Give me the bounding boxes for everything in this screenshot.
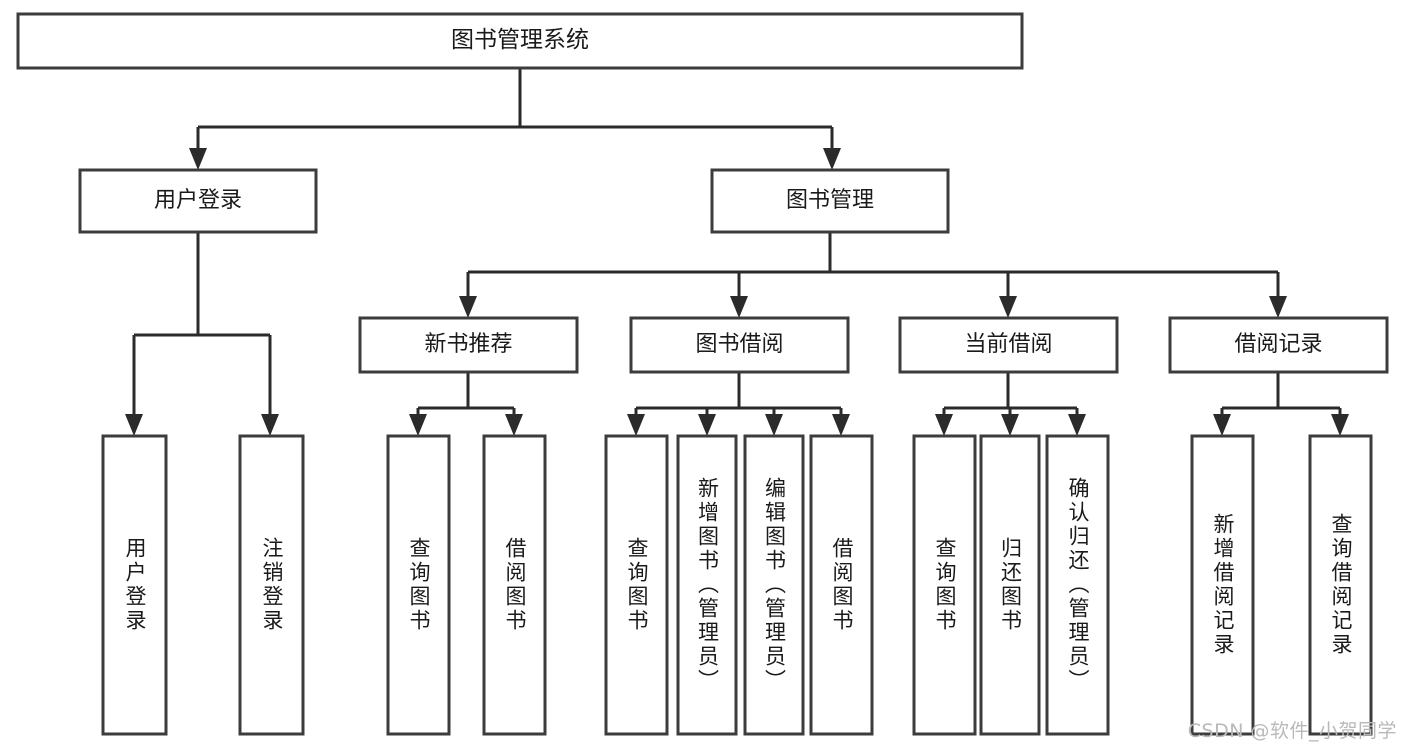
watermark-text: CSDN @软件_小贺同学 <box>1187 720 1397 742</box>
node-box-leaf[interactable] <box>386 434 451 736</box>
connector-login-to-leaves <box>125 232 279 436</box>
node-box-leaf[interactable] <box>743 434 805 736</box>
arrow-head-icon <box>765 414 783 436</box>
arrow-head-icon <box>832 414 850 436</box>
arrow-head-icon <box>730 296 748 318</box>
arrow-head-icon <box>999 296 1017 318</box>
node-box-user-login[interactable] <box>78 168 318 234</box>
arrow-head-icon <box>1269 296 1287 318</box>
node-box-new-book-recommend[interactable] <box>358 316 579 374</box>
connector-newbooks-to-leaves <box>409 372 523 436</box>
node-box-leaf[interactable] <box>1190 434 1255 736</box>
node-box-leaf[interactable] <box>482 434 547 736</box>
arrow-head-icon <box>823 148 841 170</box>
connector-current-to-leaves <box>935 372 1086 436</box>
arrow-head-icon <box>698 414 716 436</box>
arrow-head-icon <box>459 296 477 318</box>
node-box-leaf[interactable] <box>1045 434 1110 736</box>
arrow-head-icon <box>409 414 427 436</box>
connector-borrow-to-leaves <box>627 372 850 436</box>
node-box-leaf[interactable] <box>604 434 669 736</box>
node-box-leaf[interactable] <box>101 434 168 736</box>
node-box-borrow-records[interactable] <box>1168 316 1389 374</box>
node-box-book-management[interactable] <box>710 168 950 234</box>
node-box-leaf[interactable] <box>809 434 874 736</box>
connector-books-to-level3 <box>459 232 1287 318</box>
node-box-leaf[interactable] <box>912 434 977 736</box>
arrow-head-icon <box>1068 414 1086 436</box>
node-box-current-borrow[interactable] <box>898 316 1119 374</box>
arrow-head-icon <box>125 414 143 436</box>
connector-records-to-leaves <box>1213 372 1349 436</box>
node-box-root[interactable] <box>16 12 1024 70</box>
arrow-head-icon <box>1001 414 1019 436</box>
arrow-head-icon <box>189 148 207 170</box>
arrow-head-icon <box>1213 414 1231 436</box>
node-box-book-borrow[interactable] <box>629 316 850 374</box>
node-box-leaf[interactable] <box>676 434 738 736</box>
connector-root-to-level2 <box>189 68 841 170</box>
node-box-leaf[interactable] <box>238 434 305 736</box>
node-box-leaf[interactable] <box>1308 434 1373 736</box>
arrow-head-icon <box>1331 414 1349 436</box>
arrow-head-icon <box>261 414 279 436</box>
node-box-leaf[interactable] <box>979 434 1041 736</box>
arrow-head-icon <box>627 414 645 436</box>
arrow-head-icon <box>505 414 523 436</box>
arrow-head-icon <box>935 414 953 436</box>
